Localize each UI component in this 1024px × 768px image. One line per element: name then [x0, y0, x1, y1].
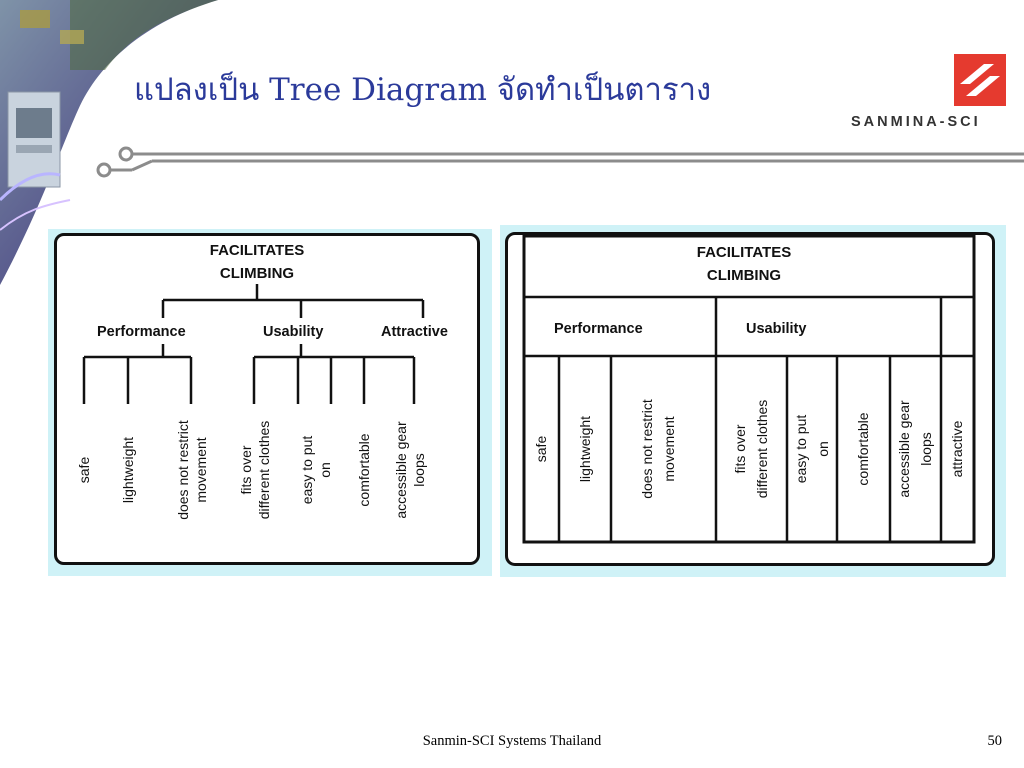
table-leaf-attractive: attractive	[949, 420, 965, 477]
tree-leaf-line: fits over	[238, 445, 254, 494]
tree-leaf: accessible gear loops	[393, 421, 427, 519]
tree-leaf-line: movement	[193, 437, 209, 502]
tree-leaf: fits over different clothes	[238, 421, 272, 520]
table-leaf: fits over different clothes	[732, 400, 770, 499]
tree-leaf-line: accessible gear	[393, 421, 409, 519]
tree-leaf: lightweight	[120, 437, 136, 503]
table-gridlines	[522, 234, 976, 544]
table-leaf-line: on	[815, 441, 831, 457]
table-leaf-comfortable: comfortable	[855, 412, 871, 485]
tree-connectors	[82, 284, 425, 404]
table-leaf: easy to put on	[793, 415, 831, 484]
slide-title: แปลงเป็น Tree Diagram จัดทำเป็นตาราง	[134, 72, 712, 108]
table-leaf: attractive	[949, 420, 965, 477]
table-leaf-line: does not restrict	[639, 399, 655, 499]
table-leaf: lightweight	[577, 416, 593, 482]
tree-leaf-safe: safe	[76, 457, 92, 484]
tree-branch-performance: Performance	[97, 324, 186, 340]
table-header-usability: Usability	[746, 321, 806, 337]
header-divider	[96, 146, 1024, 178]
tree-leaf-line: different clothes	[256, 421, 272, 520]
tree-leaf: does not restrict movement	[175, 420, 209, 520]
device-image	[7, 91, 61, 188]
table-header-performance: Performance	[554, 321, 643, 337]
table-leaf: safe	[533, 436, 549, 463]
tree-diagram: FACILITATES CLIMBING	[76, 242, 448, 520]
tree-leaf: easy to put on	[299, 436, 333, 505]
tree-leaf: safe	[76, 457, 92, 484]
corner-decoration	[0, 0, 218, 285]
table-root-line-2: CLIMBING	[707, 267, 781, 284]
table-leaf: accessible gear loops	[896, 400, 934, 498]
tree-branch-usability: Usability	[263, 324, 323, 340]
tree-leaf-line: easy to put	[299, 436, 315, 505]
table-leaf-line: accessible gear	[896, 400, 912, 498]
table-leaf: comfortable	[855, 412, 871, 485]
tree-leaf-line: loops	[411, 453, 427, 486]
table-leaf-line: different clothes	[754, 400, 770, 499]
tree-leaf: comfortable	[356, 433, 372, 506]
table-leaf-line: easy to put	[793, 415, 809, 484]
logo-text: SANMINA-SCI	[851, 114, 981, 130]
table-diagram-frame: FACILITATES CLIMBING Performance Usabili…	[505, 232, 995, 566]
tree-root-line-2: CLIMBING	[220, 265, 294, 282]
tree-leaf-line: does not restrict	[175, 420, 191, 520]
table-leaf-line: movement	[661, 416, 677, 481]
tree-branch-attractive: Attractive	[381, 324, 448, 340]
table-leaf-safe: safe	[533, 436, 549, 463]
table-diagram: FACILITATES CLIMBING Performance Usabili…	[522, 234, 976, 544]
tree-leaf-line: on	[317, 462, 333, 478]
table-diagram-panel: FACILITATES CLIMBING Performance Usabili…	[500, 225, 1006, 577]
page-number: 50	[987, 733, 1003, 749]
table-root-line-1: FACILITATES	[697, 244, 791, 261]
table-leaf-lightweight: lightweight	[577, 416, 593, 482]
tree-leaf-comfortable: comfortable	[356, 433, 372, 506]
tree-diagram-panel: FACILITATES CLIMBING	[48, 229, 492, 576]
table-leaf-line: fits over	[732, 424, 748, 473]
table-leaf: does not restrict movement	[639, 399, 677, 499]
tree-root-line-1: FACILITATES	[210, 242, 304, 259]
sanmina-logo-icon	[954, 54, 1006, 106]
footer-text: Sanmin-SCI Systems Thailand	[422, 733, 602, 749]
tree-diagram-frame: FACILITATES CLIMBING	[54, 233, 480, 565]
tree-leaf-lightweight: lightweight	[120, 437, 136, 503]
table-leaf-line: loops	[918, 432, 934, 465]
